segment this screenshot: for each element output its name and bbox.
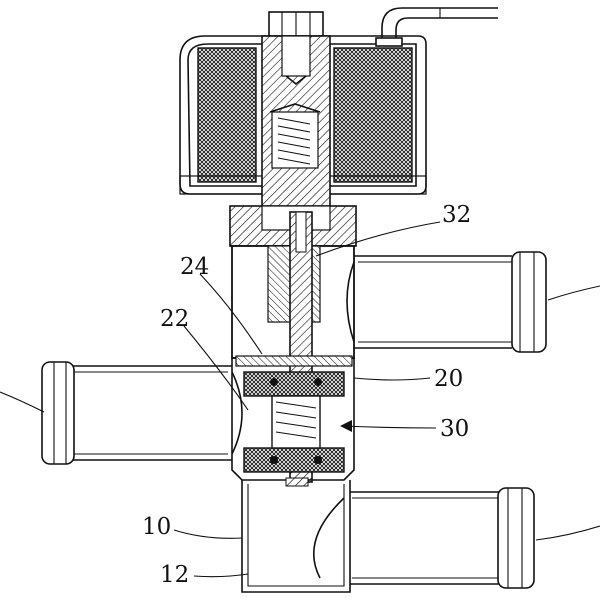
leader-22 — [183, 325, 249, 411]
coil-winding-left — [197, 47, 257, 183]
edge-lead-lines — [0, 285, 600, 541]
middle-chamber — [231, 355, 355, 481]
leader-32 — [315, 221, 441, 257]
label-22: 22 — [160, 306, 189, 332]
upper-right-pipe — [346, 251, 547, 353]
solenoid-coil — [179, 35, 427, 195]
label-32: 32 — [442, 202, 471, 228]
lower-body — [241, 477, 351, 593]
core-tube — [261, 35, 331, 219]
label-30: 30 — [440, 416, 469, 442]
electrical-lead — [375, 7, 498, 47]
label-24: 24 — [180, 254, 209, 280]
leader-24 — [199, 273, 263, 355]
label-12: 12 — [160, 562, 189, 588]
leader-10 — [173, 529, 243, 539]
coil-winding-right — [333, 47, 413, 183]
left-pipe — [41, 361, 243, 465]
label-10: 10 — [142, 514, 171, 540]
leader-30 — [343, 425, 437, 429]
reference-labels: 32 24 22 20 30 10 12 — [142, 202, 471, 588]
lower-right-pipe — [312, 487, 535, 589]
label-20: 20 — [434, 366, 463, 392]
top-nut — [268, 11, 324, 37]
leader-20 — [353, 377, 431, 381]
leader-12 — [193, 573, 249, 578]
arrowhead-30 — [340, 420, 352, 432]
